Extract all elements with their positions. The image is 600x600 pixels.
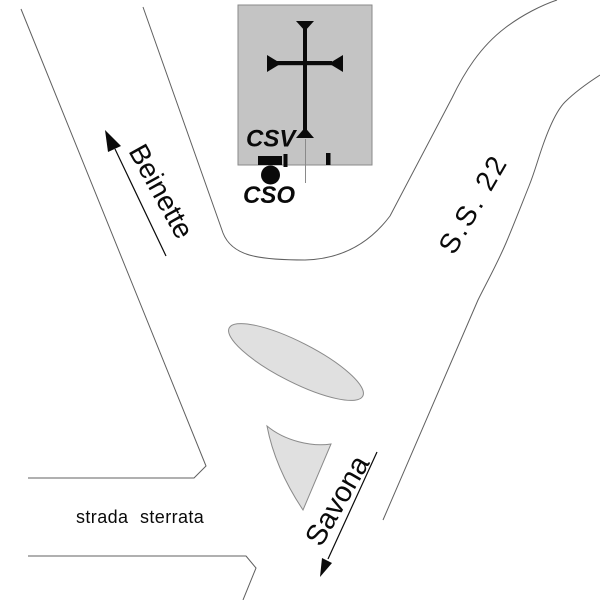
road-edge-ss22-savona-right (382, 74, 600, 521)
road-edge-beinette-ss22-junction (142, 0, 558, 261)
roundabout-island (228, 323, 364, 401)
beinette-arrow (105, 130, 167, 257)
road-label-ss22: S.S. 22 (432, 149, 514, 259)
road-edge-beinette-left (20, 8, 207, 479)
road-label-beinette: Beinette (123, 139, 200, 244)
road-edge-dirt-road (28, 555, 257, 600)
building-tick (326, 153, 331, 165)
csv-marker-bar (258, 156, 282, 165)
csv-marker-tick (283, 154, 288, 167)
csv-label: CSV (246, 126, 297, 153)
triangle-island (266, 424, 332, 512)
cso-marker-dot (261, 165, 280, 185)
savona-arrow (320, 451, 378, 577)
dirt-road-label-word1: strada (76, 507, 129, 527)
dirt-road-label-word2: sterrata (140, 507, 205, 527)
beinette-arrowhead-icon (105, 130, 121, 152)
cso-label: CSO (243, 182, 295, 209)
church-cross-icon (267, 21, 343, 138)
savona-arrowhead-icon (320, 558, 332, 577)
